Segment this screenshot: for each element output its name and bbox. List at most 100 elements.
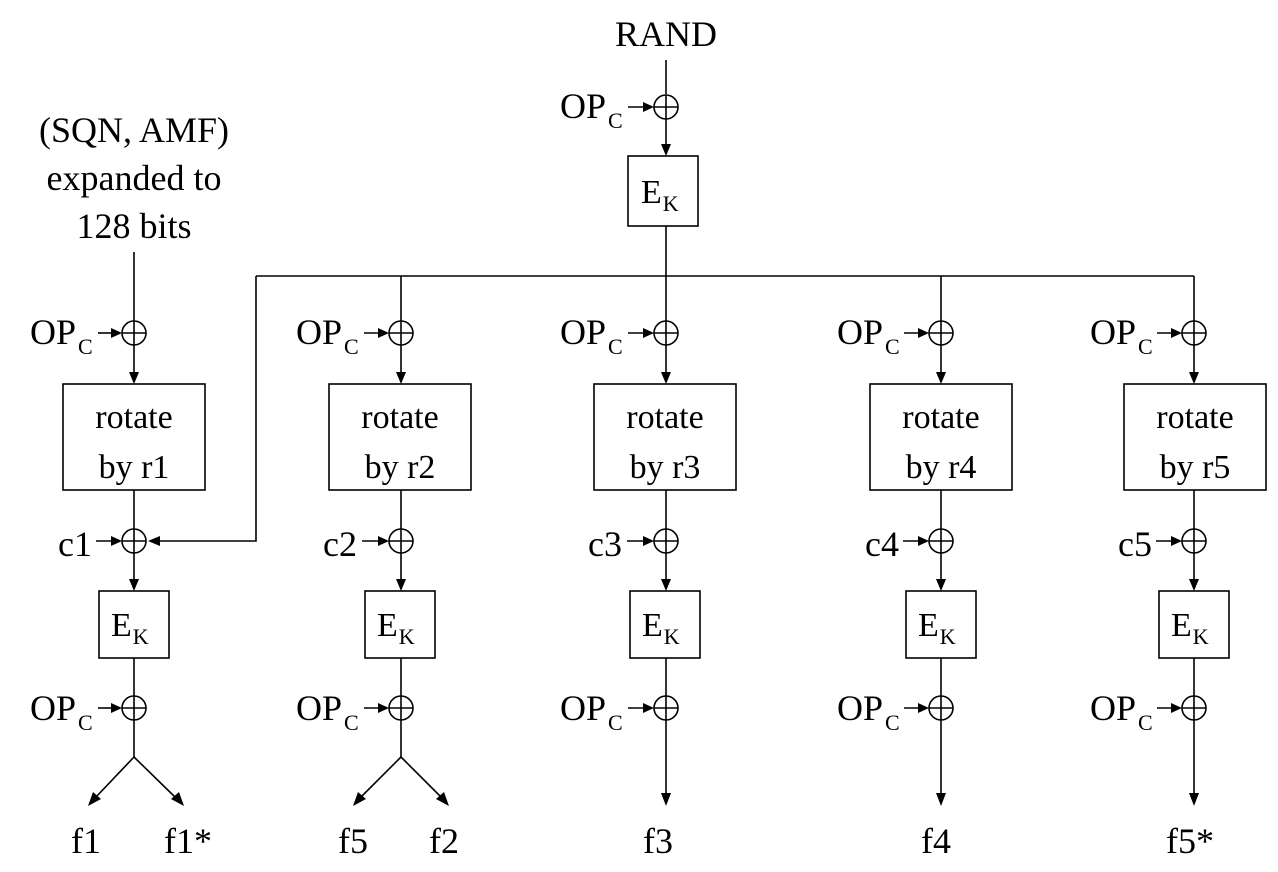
op-label-main: OP: [30, 688, 76, 728]
op-label-main: OP: [296, 312, 342, 352]
rotate-label: rotate: [1156, 399, 1233, 436]
svg-text:EK: EK: [641, 174, 679, 216]
sqn-amf-line-1: (SQN, AMF): [39, 110, 229, 150]
xor-c4: [928, 528, 954, 554]
op-label-sub: C: [1138, 710, 1153, 735]
svg-text:OPC: OPC: [30, 312, 93, 359]
output-f1: f1: [71, 821, 101, 861]
rotate-label: rotate: [626, 399, 703, 436]
ek-label-main: E: [642, 607, 663, 644]
xor-op-branch-3: [653, 320, 679, 346]
branch-4: OPC rotate by r4 c4 EK OPC f4: [837, 276, 1013, 861]
xor-c2: [388, 528, 414, 554]
output-f5: f5: [338, 821, 368, 861]
op-label-sub: C: [608, 108, 623, 133]
ek-label-main: E: [918, 607, 939, 644]
output-f5-star: f5*: [1166, 821, 1214, 861]
op-label-sub: C: [885, 710, 900, 735]
op-label-main: OP: [1090, 688, 1136, 728]
rotate-box-branch-1: [62, 383, 206, 491]
output-f3: f3: [643, 821, 673, 861]
constant-label-c4: c4: [865, 524, 899, 564]
branch-1: OPC rotate by r1 c1 EK OPC f1 f1*: [30, 312, 212, 861]
svg-text:OPC: OPC: [560, 312, 623, 359]
op-label-sub: C: [78, 710, 93, 735]
ek-label-sub: K: [663, 191, 679, 216]
rotate-label: rotate: [902, 399, 979, 436]
xor-op-out-branch-1: [121, 695, 147, 721]
xor-rand: [653, 94, 679, 120]
op-label-main: OP: [837, 312, 883, 352]
op-label-main: OP: [30, 312, 76, 352]
xor-op-out-branch-2: [388, 695, 414, 721]
svg-text:EK: EK: [642, 607, 680, 649]
op-label-rand: OPC: [560, 86, 623, 133]
output-f4: f4: [921, 821, 951, 861]
op-label-sub: C: [344, 334, 359, 359]
rand-label: RAND: [615, 14, 717, 54]
op-label-sub: C: [78, 334, 93, 359]
rotate-amount: by r5: [1160, 449, 1231, 486]
ek-label-sub: K: [664, 624, 680, 649]
svg-text:EK: EK: [1171, 607, 1209, 649]
svg-text:OPC: OPC: [837, 312, 900, 359]
op-label-main: OP: [1090, 312, 1136, 352]
op-label-main: OP: [560, 688, 606, 728]
rotate-label: rotate: [361, 399, 438, 436]
xor-op-branch-1: [121, 320, 147, 346]
output-f1-star: f1*: [164, 821, 212, 861]
rotate-amount: by r2: [365, 449, 436, 486]
op-label-main: OP: [560, 312, 606, 352]
arrow-head: [661, 144, 671, 156]
ek-label-sub: K: [1193, 624, 1209, 649]
op-label-sub: C: [344, 710, 359, 735]
op-label-main: OP: [837, 688, 883, 728]
xor-op-branch-4: [928, 320, 954, 346]
xor-op-out-branch-5: [1181, 695, 1207, 721]
svg-text:OPC: OPC: [1090, 688, 1153, 735]
ek-box-branch-3: [629, 590, 701, 659]
output-f2: f2: [429, 821, 459, 861]
ek-box-branch-4: [905, 590, 977, 659]
ek-box-top: [627, 155, 699, 227]
op-label-sub: C: [885, 334, 900, 359]
op-label-main: OP: [560, 86, 606, 126]
rotate-amount: by r4: [906, 449, 977, 486]
xor-c1: [121, 528, 147, 554]
svg-text:OPC: OPC: [837, 688, 900, 735]
constant-label-c5: c5: [1118, 524, 1152, 564]
feedback-wire-branch-1: [160, 276, 257, 542]
ek-label-sub: K: [940, 624, 956, 649]
rotate-box-branch-2: [328, 383, 472, 491]
sqn-amf-line-3: 128 bits: [76, 206, 191, 246]
ek-label-sub: K: [399, 624, 415, 649]
rotate-amount: by r1: [99, 449, 170, 486]
svg-text:OPC: OPC: [560, 688, 623, 735]
xor-op-out-branch-4: [928, 695, 954, 721]
xor-c3: [653, 528, 679, 554]
svg-text:OPC: OPC: [296, 688, 359, 735]
arrow-head: [643, 102, 654, 112]
xor-c5: [1181, 528, 1207, 554]
rotate-box-branch-5: [1123, 383, 1267, 491]
xor-op-branch-5: [1181, 320, 1207, 346]
xor-op-out-branch-3: [653, 695, 679, 721]
constant-label-c3: c3: [588, 524, 622, 564]
op-label-sub: C: [608, 710, 623, 735]
svg-text:EK: EK: [918, 607, 956, 649]
op-label-sub: C: [1138, 334, 1153, 359]
ek-label-main: E: [1171, 607, 1192, 644]
arrow-head: [148, 536, 160, 546]
svg-text:EK: EK: [111, 607, 149, 649]
xor-op-branch-2: [388, 320, 414, 346]
rotate-box-branch-4: [869, 383, 1013, 491]
branch-5: OPC rotate by r5 c5 EK OPC f5*: [1090, 276, 1267, 861]
svg-text:OPC: OPC: [296, 312, 359, 359]
svg-text:OPC: OPC: [1090, 312, 1153, 359]
ek-box-branch-2: [364, 590, 436, 659]
ek-label-sub: K: [133, 624, 149, 649]
ek-label-main: E: [641, 174, 662, 211]
ek-box-branch-1: [98, 590, 170, 659]
svg-text:OPC: OPC: [30, 688, 93, 735]
